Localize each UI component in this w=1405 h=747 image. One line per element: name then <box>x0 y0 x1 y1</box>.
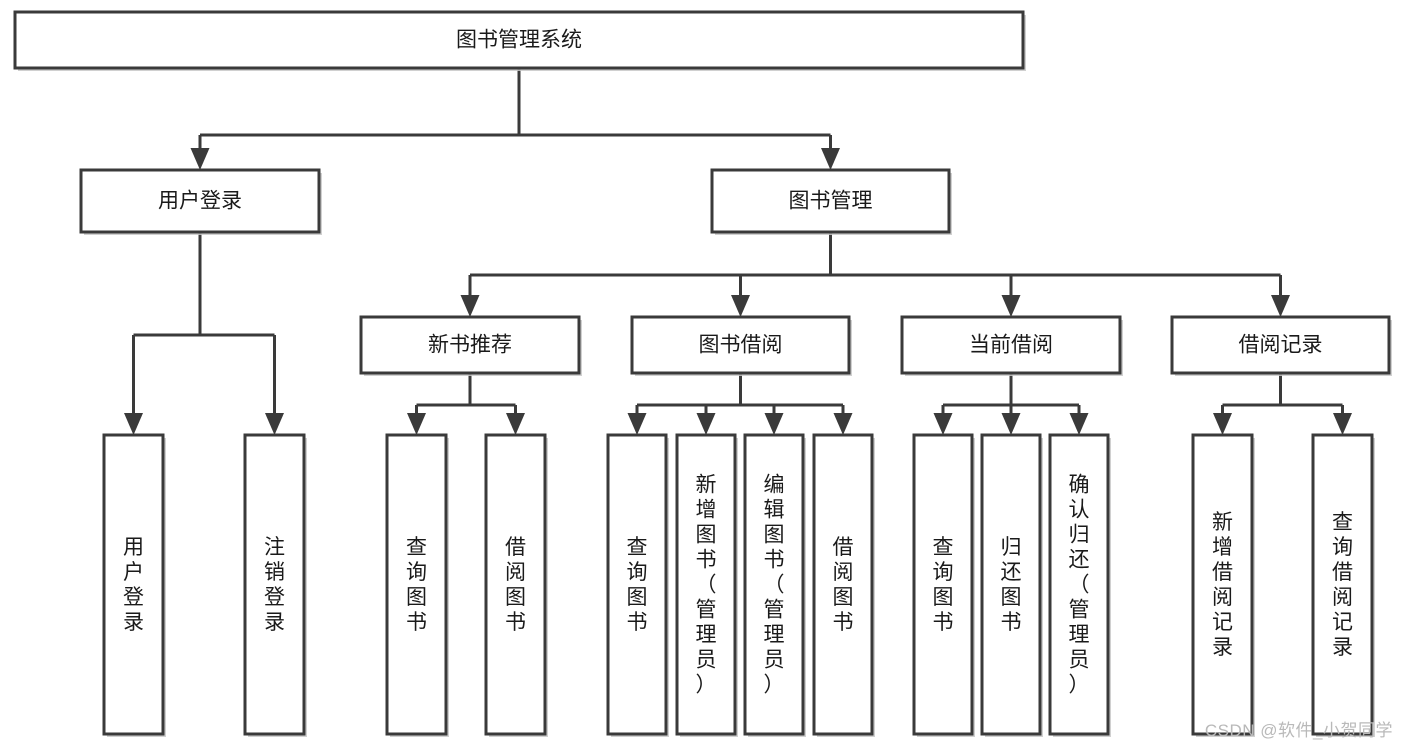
node-box[interactable] <box>385 433 448 736</box>
node-label: 编辑图书（管理员） <box>764 474 785 697</box>
node-label: 图书管理 <box>789 190 873 213</box>
node-label: 确认归还（管理员） <box>1069 474 1090 697</box>
arrow-head-icon <box>821 148 840 170</box>
arrow-head-icon <box>833 413 853 435</box>
arrow-head-icon <box>190 148 210 170</box>
node-leaf-user-login[interactable]: 用户登录 <box>102 433 166 737</box>
node-leaf-query-book-3[interactable]: 查询图书 <box>912 433 975 737</box>
arrow-head-icon <box>506 413 525 435</box>
edge-group-new-book-rec <box>407 373 525 435</box>
node-label: 图书管理系统 <box>456 29 582 52</box>
edge-group-root <box>190 68 840 170</box>
arrow-head-icon <box>696 413 716 435</box>
edge-group-current-borrow <box>933 373 1089 435</box>
node-label: 当前借阅 <box>969 334 1053 357</box>
node-leaf-confirm-return-admin[interactable]: 确认归还（管理员） <box>1048 433 1111 737</box>
edge-group-borrow-record <box>1213 373 1352 435</box>
node-box[interactable] <box>912 433 974 736</box>
node-box[interactable] <box>675 433 737 736</box>
node-leaf-borrow-book-2[interactable]: 借阅图书 <box>812 433 875 737</box>
edge-group-book-manage <box>460 232 1290 317</box>
node-label: 新增借阅记录 <box>1212 511 1233 659</box>
arrow-head-icon <box>731 295 750 317</box>
node-box[interactable] <box>13 10 1025 70</box>
node-label: 注销登录 <box>264 536 285 634</box>
edge-group-book-borrow <box>627 373 853 435</box>
node-box[interactable] <box>1048 433 1110 736</box>
edge-group-user-login <box>124 232 284 435</box>
arrow-head-icon <box>124 413 143 435</box>
node-root[interactable]: 图书管理系统 <box>13 10 1026 71</box>
arrow-head-icon <box>1271 295 1290 317</box>
arrow-head-icon <box>407 413 426 435</box>
connector-layer <box>124 68 1352 435</box>
node-leaf-add-borrow-record[interactable]: 新增借阅记录 <box>1191 433 1255 737</box>
node-label: 查询图书 <box>933 536 954 634</box>
node-leaf-edit-book-admin[interactable]: 编辑图书（管理员） <box>743 433 806 737</box>
node-leaf-query-book-2[interactable]: 查询图书 <box>606 433 669 737</box>
node-label: 借阅图书 <box>833 536 854 634</box>
node-label: 查询图书 <box>406 536 427 634</box>
node-box[interactable] <box>359 315 581 375</box>
node-current-borrow[interactable]: 当前借阅 <box>900 315 1123 376</box>
node-box[interactable] <box>102 433 165 736</box>
arrow-head-icon <box>265 413 284 435</box>
arrow-head-icon <box>627 413 647 435</box>
node-box[interactable] <box>1191 433 1254 736</box>
node-label: 查询借阅记录 <box>1332 511 1353 659</box>
arrow-head-icon <box>764 413 784 435</box>
node-box[interactable] <box>1170 315 1391 375</box>
node-box[interactable] <box>484 433 547 736</box>
node-box[interactable] <box>243 433 306 736</box>
arrow-head-icon <box>460 295 480 317</box>
node-box[interactable] <box>980 433 1042 736</box>
node-box[interactable] <box>900 315 1122 375</box>
node-layer: 图书管理系统用户登录图书管理新书推荐图书借阅当前借阅借阅记录用户登录注销登录查询… <box>13 10 1392 737</box>
node-label: 新书推荐 <box>428 334 512 357</box>
arrow-head-icon <box>933 413 953 435</box>
node-box[interactable] <box>79 168 321 234</box>
node-label: 归还图书 <box>1001 536 1022 634</box>
node-leaf-borrow-book-1[interactable]: 借阅图书 <box>484 433 548 737</box>
node-box[interactable] <box>1311 433 1374 736</box>
node-leaf-return-book[interactable]: 归还图书 <box>980 433 1043 737</box>
node-leaf-user-logout[interactable]: 注销登录 <box>243 433 307 737</box>
arrow-head-icon <box>1333 413 1352 435</box>
node-leaf-query-book-1[interactable]: 查询图书 <box>385 433 449 737</box>
node-box[interactable] <box>812 433 874 736</box>
node-book-manage[interactable]: 图书管理 <box>710 168 952 235</box>
node-label: 新增图书（管理员） <box>696 474 717 697</box>
node-label: 查询图书 <box>627 536 648 634</box>
arrow-head-icon <box>1213 413 1232 435</box>
node-box[interactable] <box>743 433 805 736</box>
node-box[interactable] <box>630 315 851 375</box>
node-leaf-add-book-admin[interactable]: 新增图书（管理员） <box>675 433 738 737</box>
node-label: 用户登录 <box>158 190 242 213</box>
csdn-watermark: CSDN @软件_小贺同学 <box>1204 721 1393 740</box>
arrow-head-icon <box>1001 413 1021 435</box>
arrow-head-icon <box>1001 295 1021 317</box>
node-label: 图书借阅 <box>699 334 783 357</box>
arrow-head-icon <box>1069 413 1089 435</box>
node-user-login[interactable]: 用户登录 <box>79 168 322 235</box>
node-book-borrow[interactable]: 图书借阅 <box>630 315 852 376</box>
node-label: 借阅图书 <box>505 536 526 634</box>
node-box[interactable] <box>606 433 668 736</box>
node-label: 用户登录 <box>123 536 144 634</box>
node-leaf-query-borrow-record[interactable]: 查询借阅记录 <box>1311 433 1375 737</box>
node-box[interactable] <box>710 168 951 234</box>
node-label: 借阅记录 <box>1239 334 1323 357</box>
node-new-book-rec[interactable]: 新书推荐 <box>359 315 582 376</box>
node-borrow-record[interactable]: 借阅记录 <box>1170 315 1392 376</box>
